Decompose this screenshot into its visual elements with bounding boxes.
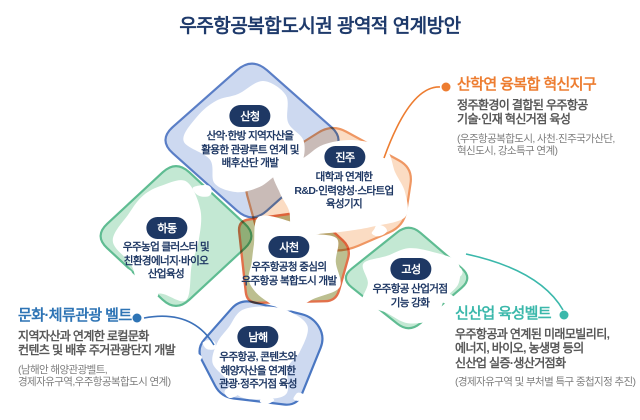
islet	[224, 386, 241, 399]
island-sancheong	[183, 80, 305, 193]
region-desc-namhae: 우주항공, 콘텐츠와 해양자산을 연계한 관광·정주거점 육성	[219, 351, 297, 391]
connector-layer	[132, 82, 569, 346]
islet	[439, 291, 455, 305]
island-hadong	[112, 180, 202, 302]
islet	[293, 392, 305, 401]
islet	[290, 224, 310, 233]
connector-line-innovation	[383, 86, 441, 159]
page-title: 우주항공복합도시권 광역적 연계방안	[179, 16, 461, 37]
region-pill-namhae: 남해	[237, 326, 279, 348]
island-jinju	[272, 139, 408, 236]
annotation-body: 정주환경이 결합된 우주항공 기술·인재 혁신거점 육성	[457, 97, 588, 127]
annotation-body: 지역자산과 연계한 로컬문화 컨텐츠 및 배후 주거관광단지 개발	[18, 328, 176, 358]
annotation-culture-belt: 문화·체류관광 벨트 지역자산과 연계한 로컬문화 컨텐츠 및 배후 주거관광단…	[18, 307, 176, 389]
region-pill-goseong: 고성	[390, 258, 432, 280]
island-namhae	[212, 306, 308, 400]
island-goseong	[362, 248, 461, 324]
islet	[428, 311, 441, 321]
annotation-innovation-district: 산학연 융복합 혁신지구 정주환경이 결합된 우주항공 기술·인재 혁신거점 육…	[457, 76, 615, 158]
annotation-title: 문화·체류관광 벨트	[18, 307, 132, 324]
annotation-note: (우주항공복합도시, 사천·진주국가산단, 혁신도시, 강소특구 연계)	[457, 132, 615, 158]
region-desc-sancheong: 산악·한방 지역자산을 활용한 관광루트 연계 및 배후산단 개발	[201, 130, 299, 170]
islet	[380, 214, 395, 222]
islet	[371, 224, 388, 237]
annotation-body: 우주항공과 연계된 미래모빌리티, 에너지, 바이오, 농생명 등의 신산업 실…	[455, 326, 610, 370]
connector-line-new-industry	[465, 253, 564, 311]
region-pill-hadong: 하동	[146, 217, 188, 239]
annotation-title: 산학연 융복합 혁신지구	[457, 76, 597, 93]
annotation-new-industry-belt: 신산업 육성벨트 우주항공과 연계된 미래모빌리티, 에너지, 바이오, 농생명…	[455, 305, 636, 389]
islet	[192, 353, 203, 361]
region-pill-sancheong: 산청	[229, 105, 271, 127]
islet	[328, 348, 343, 356]
islet	[450, 266, 463, 277]
region-pill-jinju: 진주	[324, 146, 366, 168]
islet	[259, 395, 275, 405]
connector-line-culture	[143, 315, 215, 346]
islet	[192, 185, 212, 197]
bullet-dot-new-industry	[559, 310, 569, 320]
region-pill-sacheon: 사천	[268, 236, 310, 258]
region-desc-jinju: 대학과 연계한 R&D·인력양성·스타트업 육성기지	[294, 171, 394, 211]
islet	[124, 281, 137, 292]
annotation-title: 신산업 육성벨트	[455, 305, 552, 322]
region-desc-sacheon: 우주항공청 중심의 우주항공 복합도시 개발	[241, 261, 337, 287]
islet	[140, 288, 159, 303]
bullet-dot-culture	[132, 313, 142, 323]
region-desc-hadong: 우주농업 클러스터 및 친환경에너지·바이오 산업육성	[122, 241, 210, 281]
bullet-dot-innovation	[441, 82, 451, 92]
annotation-note: (남해안 해양관광벨트, 경제자유구역,우주항공복합도시 연계)	[18, 363, 171, 389]
islet	[121, 268, 132, 277]
annotation-note: (경제자유구역 및 부처별 특구 중첩지정 추진)	[455, 376, 636, 389]
region-desc-goseong: 우주항공 산업거점 기능 강화	[372, 283, 448, 309]
